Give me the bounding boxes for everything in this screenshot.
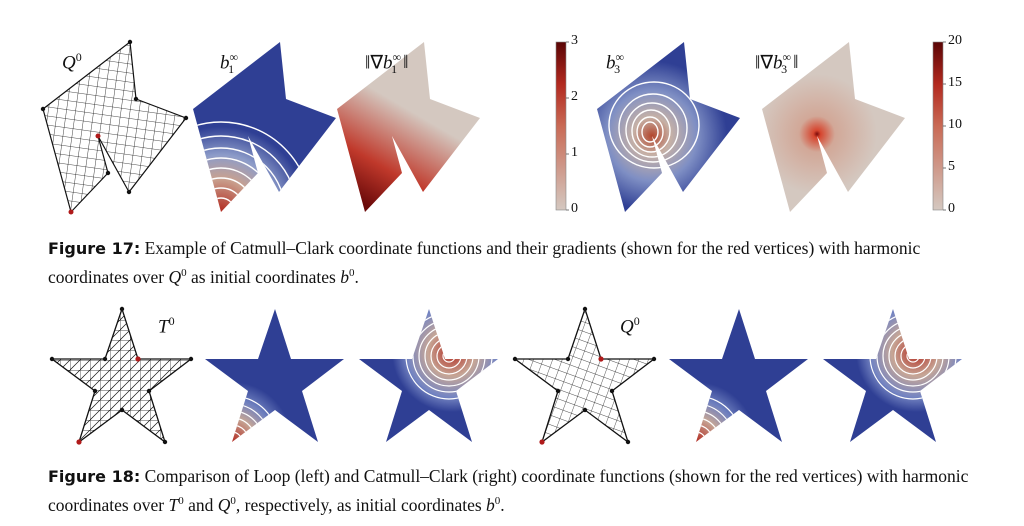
colorbar-2-tick: 15 bbox=[948, 75, 962, 90]
cc-function-upper-right-panel bbox=[823, 309, 962, 442]
colorbar-2-tick: 20 bbox=[948, 33, 962, 48]
label-t0: T0 bbox=[158, 314, 175, 338]
b3-gradient-panel bbox=[762, 42, 905, 212]
colorbar-2-tick: 5 bbox=[948, 159, 955, 174]
figure-18-caption: Figure 18: Comparison of Loop (left) and… bbox=[48, 466, 969, 515]
colorbar-2-tick: 10 bbox=[948, 117, 962, 132]
figure-17-caption: Figure 17: Example of Catmull–Clark coor… bbox=[48, 238, 921, 287]
figure-18-panels bbox=[49, 306, 962, 445]
red-vertex bbox=[76, 439, 82, 445]
colorbar-1-tick: 3 bbox=[571, 33, 578, 48]
label-q0: Q0 bbox=[62, 50, 82, 74]
tri-mesh-star-panel bbox=[49, 306, 194, 445]
label-grad-b3: ‖∇b∞3‖ bbox=[755, 50, 799, 77]
label-b1: b∞1 bbox=[220, 50, 239, 77]
red-vertex bbox=[68, 209, 74, 215]
b3-function-panel bbox=[597, 42, 740, 212]
colorbar-2-tick: 0 bbox=[948, 201, 955, 216]
colorbar-1 bbox=[555, 41, 569, 211]
b1-gradient-panel bbox=[337, 42, 480, 212]
loop-function-upper-right-panel bbox=[359, 309, 498, 442]
red-vertex bbox=[95, 133, 101, 139]
colorbar-1-tick: 0 bbox=[571, 201, 578, 216]
b1-function-panel bbox=[193, 42, 336, 212]
label-grad-b1: ‖∇b∞1‖ bbox=[365, 50, 409, 77]
colorbar-1-tick: 1 bbox=[571, 145, 578, 160]
loop-function-lower-left-panel bbox=[205, 309, 344, 442]
label-b3: b∞3 bbox=[606, 50, 625, 77]
red-vertex bbox=[135, 356, 141, 362]
figure-17-panels bbox=[40, 39, 946, 215]
colorbar-2 bbox=[932, 41, 946, 211]
red-vertex bbox=[598, 356, 604, 362]
label-q0-star: Q0 bbox=[620, 314, 640, 338]
quad-mesh-panel bbox=[40, 39, 189, 215]
colorbar-1-tick: 2 bbox=[571, 89, 578, 104]
cc-function-lower-left-panel bbox=[669, 309, 808, 442]
red-vertex bbox=[539, 439, 545, 445]
